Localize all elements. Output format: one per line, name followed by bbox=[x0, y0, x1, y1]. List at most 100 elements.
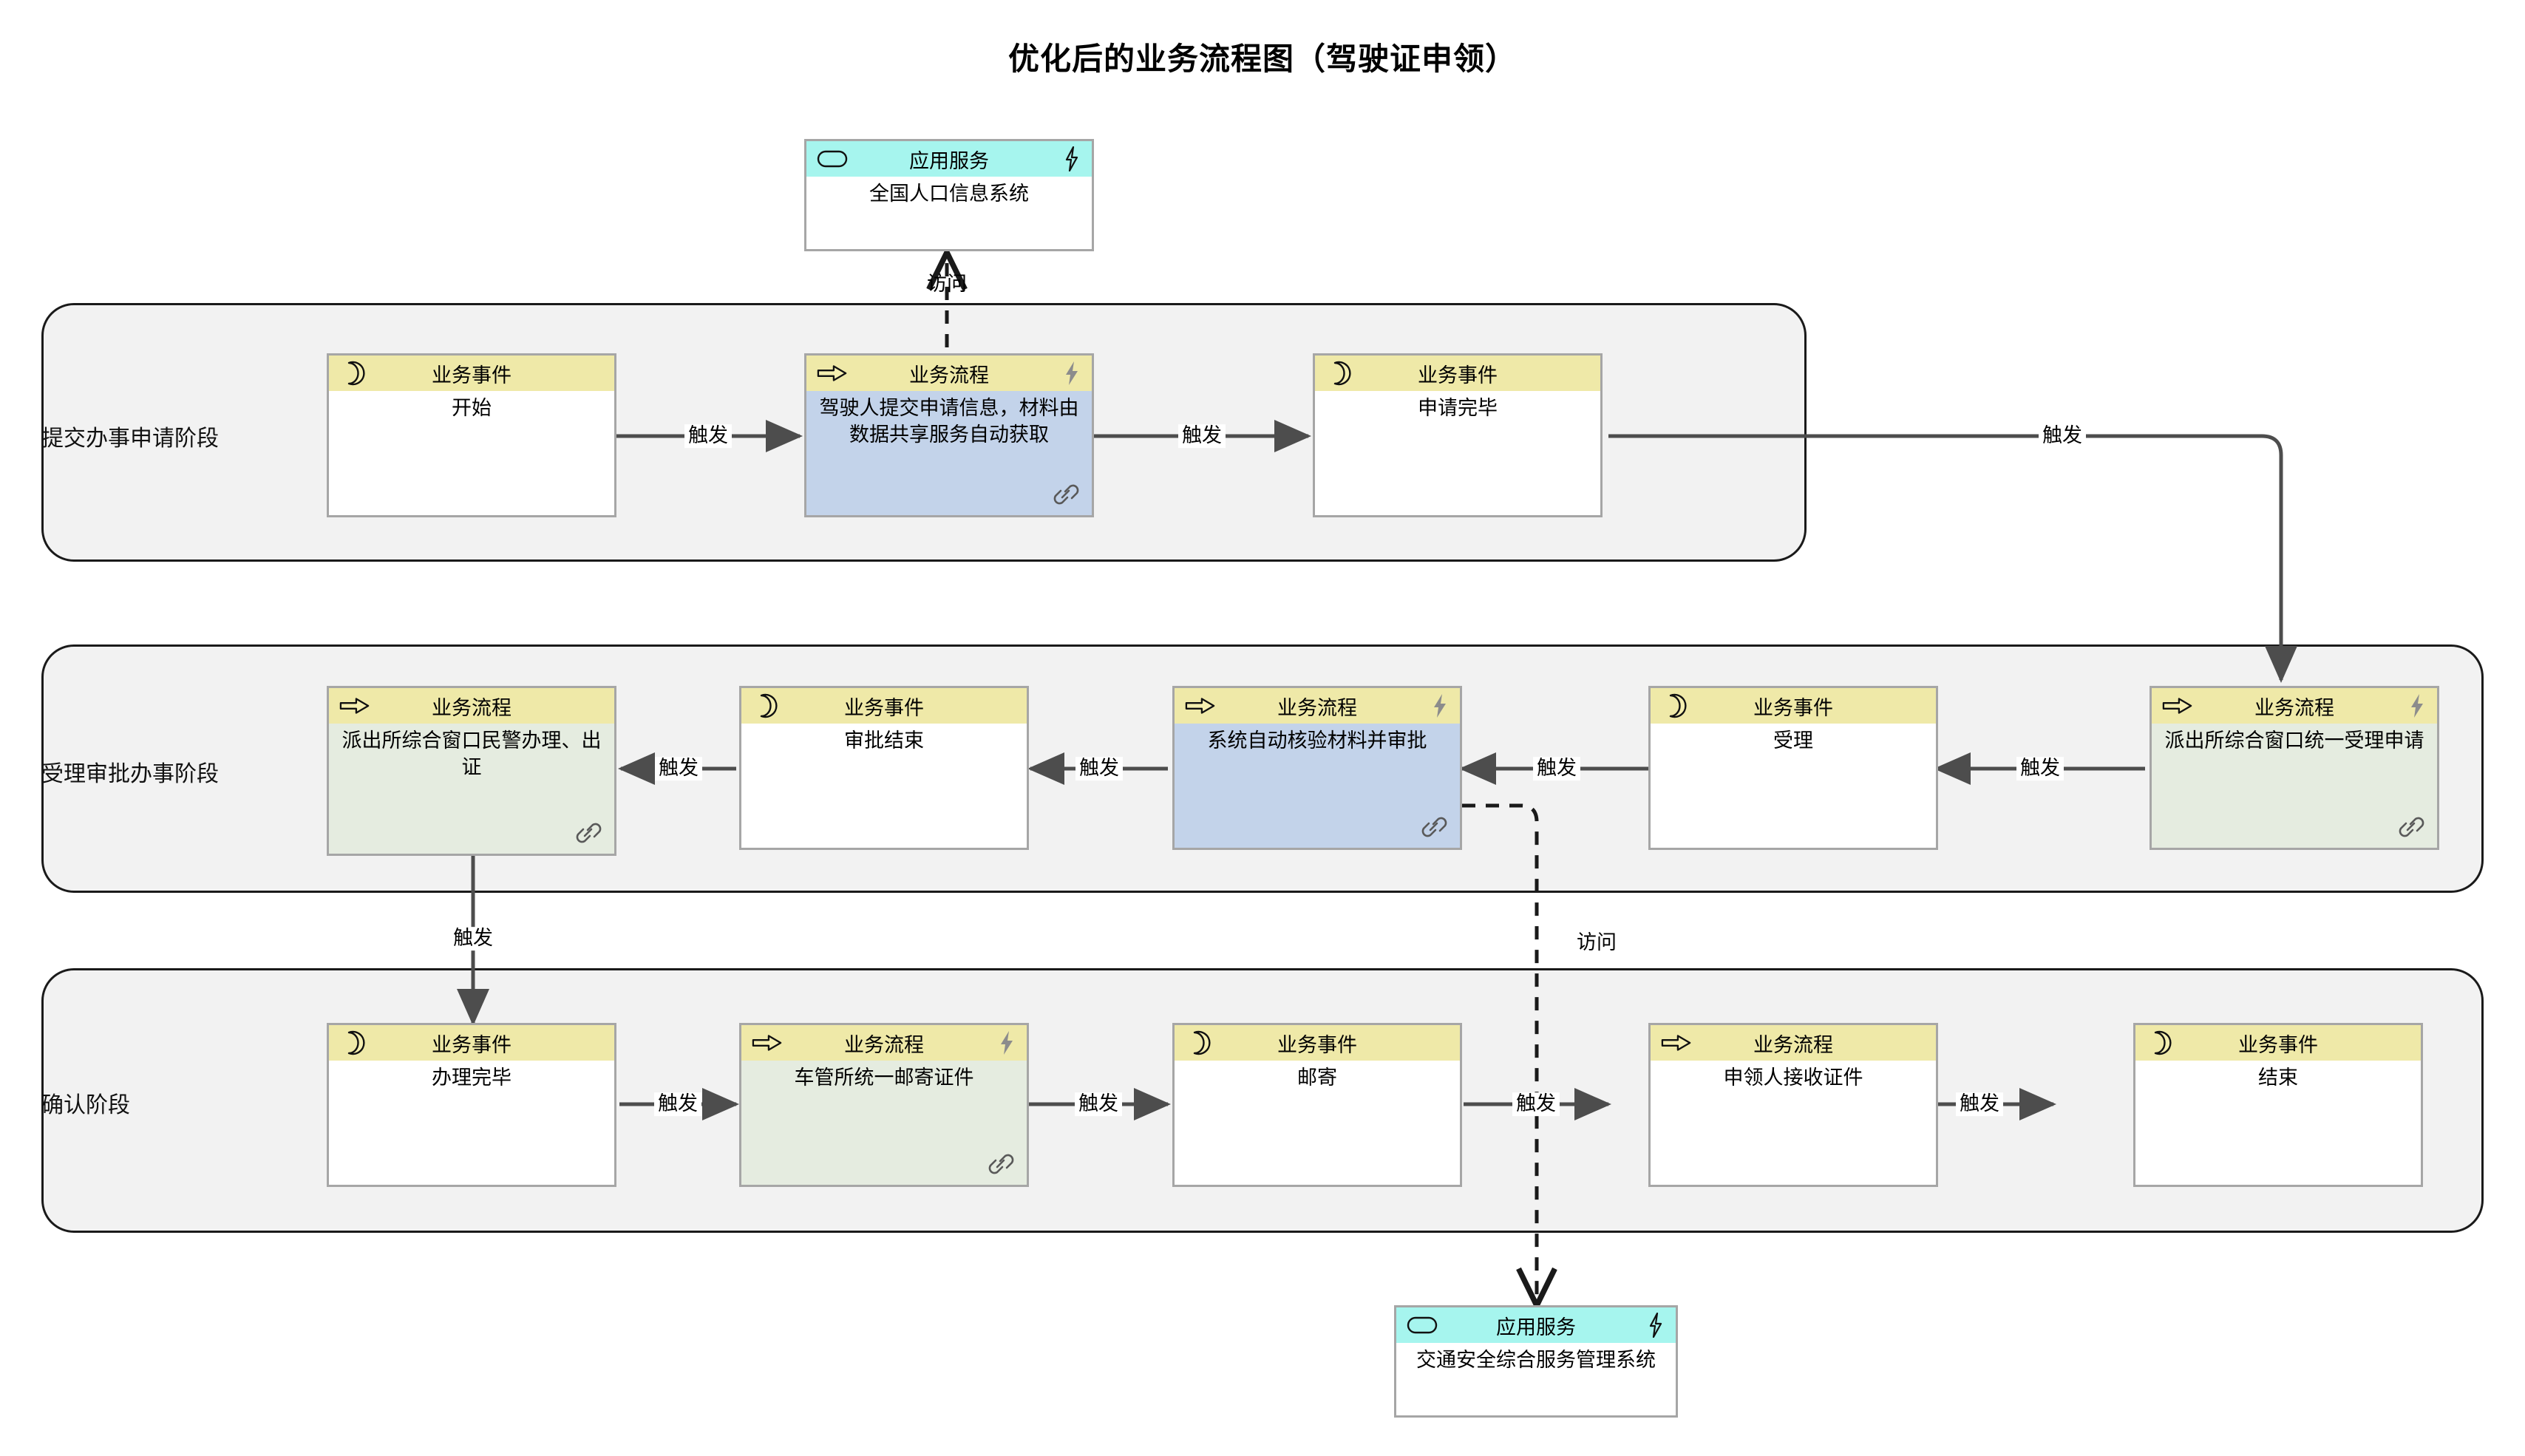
node-stereotype: 业务事件 bbox=[432, 1033, 512, 1056]
edge-label-trigger: 触发 bbox=[1533, 757, 1580, 780]
edge-label-trigger: 触发 bbox=[684, 424, 732, 448]
node-header: 业务流程 bbox=[1651, 1025, 1936, 1061]
node-header: 业务事件 bbox=[329, 1025, 614, 1061]
crescent-moon-icon bbox=[752, 693, 783, 718]
node-header: 业务流程 bbox=[2152, 688, 2437, 724]
node-application-service-traffic[interactable]: 应用服务 交通安全综合服务管理系统 bbox=[1394, 1305, 1678, 1418]
node-name: 派出所综合窗口统一受理申请 bbox=[2152, 724, 2437, 755]
node-header: 业务事件 bbox=[2135, 1025, 2421, 1061]
phase-label-submit: 提交办事申请阶段 bbox=[41, 426, 219, 451]
node-business-event-application-complete[interactable]: 业务事件 申请完毕 bbox=[1313, 353, 1603, 517]
chain-link-icon bbox=[987, 1152, 1015, 1177]
crescent-moon-icon bbox=[1325, 361, 1356, 386]
edge-label-trigger: 触发 bbox=[1956, 1092, 2003, 1116]
chain-link-icon bbox=[574, 821, 602, 846]
node-stereotype: 业务事件 bbox=[2238, 1033, 2318, 1056]
chain-link-icon bbox=[1420, 815, 1448, 840]
crescent-moon-icon bbox=[339, 361, 370, 386]
edge-label-access: 访问 bbox=[1577, 931, 1617, 954]
rounded-rect-icon bbox=[817, 148, 848, 170]
node-application-service-population[interactable]: 应用服务 全国人口信息系统 bbox=[804, 139, 1094, 251]
node-stereotype: 业务事件 bbox=[844, 696, 924, 719]
edge-label-trigger: 触发 bbox=[1075, 757, 1123, 780]
node-business-event-accept[interactable]: 业务事件 受理 bbox=[1648, 686, 1938, 850]
edge-label-trigger: 触发 bbox=[2016, 757, 2064, 780]
node-business-process-mail-certificate[interactable]: 业务流程 车管所统一邮寄证件 bbox=[739, 1023, 1029, 1187]
crescent-moon-icon bbox=[339, 1030, 370, 1055]
lightning-bolt-icon bbox=[1430, 693, 1450, 718]
node-name: 交通安全综合服务管理系统 bbox=[1396, 1343, 1676, 1374]
node-stereotype: 业务流程 bbox=[1753, 1033, 1833, 1056]
node-name: 申领人接收证件 bbox=[1651, 1061, 1936, 1092]
edge-label-trigger: 触发 bbox=[2039, 424, 2086, 448]
node-business-process-station-unified-accept[interactable]: 业务流程 派出所综合窗口统一受理申请 bbox=[2150, 686, 2439, 850]
node-header: 业务事件 bbox=[1175, 1025, 1460, 1061]
node-stereotype: 业务流程 bbox=[909, 364, 989, 387]
node-stereotype: 业务事件 bbox=[432, 364, 512, 387]
rounded-rect-icon bbox=[1407, 1314, 1438, 1336]
lightning-bolt-icon bbox=[1062, 146, 1081, 171]
edge-label-trigger: 触发 bbox=[1512, 1092, 1560, 1116]
chain-link-icon bbox=[2397, 815, 2425, 840]
node-name: 驾驶人提交申请信息，材料由数据共享服务自动获取 bbox=[806, 391, 1092, 449]
node-business-process-applicant-receive[interactable]: 业务流程 申领人接收证件 bbox=[1648, 1023, 1938, 1187]
node-header: 业务流程 bbox=[1175, 688, 1460, 724]
node-stereotype: 业务流程 bbox=[2254, 696, 2334, 719]
node-header: 业务事件 bbox=[741, 688, 1027, 724]
node-name: 审批结束 bbox=[741, 724, 1027, 755]
node-name: 申请完毕 bbox=[1315, 391, 1600, 422]
right-arrow-icon bbox=[1185, 695, 1216, 717]
node-stereotype: 业务流程 bbox=[432, 696, 512, 719]
edge-label-trigger: 触发 bbox=[654, 1092, 701, 1116]
edge-label-trigger: 触发 bbox=[1075, 1092, 1122, 1116]
node-name: 派出所综合窗口民警办理、出证 bbox=[329, 724, 614, 781]
node-header: 应用服务 bbox=[1396, 1307, 1676, 1343]
right-arrow-icon bbox=[339, 695, 370, 717]
node-name: 系统自动核验材料并审批 bbox=[1175, 724, 1460, 755]
node-stereotype: 业务事件 bbox=[1277, 1033, 1357, 1056]
node-business-event-end[interactable]: 业务事件 结束 bbox=[2133, 1023, 2423, 1187]
lightning-bolt-icon bbox=[997, 1030, 1016, 1055]
node-header: 应用服务 bbox=[806, 141, 1092, 177]
node-name: 结束 bbox=[2135, 1061, 2421, 1092]
node-name: 全国人口信息系统 bbox=[806, 177, 1092, 208]
node-name: 受理 bbox=[1651, 724, 1936, 755]
node-header: 业务流程 bbox=[329, 688, 614, 724]
node-business-event-processing-complete[interactable]: 业务事件 办理完毕 bbox=[327, 1023, 616, 1187]
node-stereotype: 业务事件 bbox=[1418, 364, 1498, 387]
node-header: 业务事件 bbox=[1315, 356, 1600, 391]
crescent-moon-icon bbox=[1185, 1030, 1216, 1055]
node-stereotype: 业务事件 bbox=[1753, 696, 1833, 719]
node-business-process-police-issue[interactable]: 业务流程 派出所综合窗口民警办理、出证 bbox=[327, 686, 616, 856]
lightning-bolt-icon bbox=[1646, 1313, 1665, 1338]
node-stereotype: 业务流程 bbox=[1277, 696, 1357, 719]
chain-link-icon bbox=[1052, 483, 1080, 508]
crescent-moon-icon bbox=[1661, 693, 1692, 718]
node-header: 业务事件 bbox=[329, 356, 614, 391]
phase-label-confirm: 确认阶段 bbox=[41, 1093, 130, 1117]
crescent-moon-icon bbox=[2146, 1030, 2177, 1055]
node-name: 车管所统一邮寄证件 bbox=[741, 1061, 1027, 1092]
node-name: 邮寄 bbox=[1175, 1061, 1460, 1092]
right-arrow-icon bbox=[817, 362, 848, 384]
node-business-process-submit-application[interactable]: 业务流程 驾驶人提交申请信息，材料由数据共享服务自动获取 bbox=[804, 353, 1094, 517]
phase-label-accept: 受理审批办事阶段 bbox=[41, 762, 219, 786]
edge-label-trigger: 触发 bbox=[1178, 424, 1226, 448]
node-header: 业务事件 bbox=[1651, 688, 1936, 724]
node-business-event-start[interactable]: 业务事件 开始 bbox=[327, 353, 616, 517]
lightning-bolt-icon bbox=[1062, 361, 1081, 386]
right-arrow-icon bbox=[752, 1032, 783, 1054]
right-arrow-icon bbox=[1661, 1032, 1692, 1054]
node-business-event-approval-end[interactable]: 业务事件 审批结束 bbox=[739, 686, 1029, 850]
node-name: 开始 bbox=[329, 391, 614, 422]
edge-label-trigger: 触发 bbox=[655, 757, 702, 780]
node-business-process-auto-verify[interactable]: 业务流程 系统自动核验材料并审批 bbox=[1172, 686, 1462, 850]
right-arrow-icon bbox=[2162, 695, 2193, 717]
node-header: 业务流程 bbox=[806, 356, 1092, 391]
node-header: 业务流程 bbox=[741, 1025, 1027, 1061]
node-stereotype: 应用服务 bbox=[1496, 1316, 1576, 1338]
lightning-bolt-icon bbox=[2407, 693, 2427, 718]
node-business-event-mailing[interactable]: 业务事件 邮寄 bbox=[1172, 1023, 1462, 1187]
node-stereotype: 应用服务 bbox=[909, 149, 989, 172]
